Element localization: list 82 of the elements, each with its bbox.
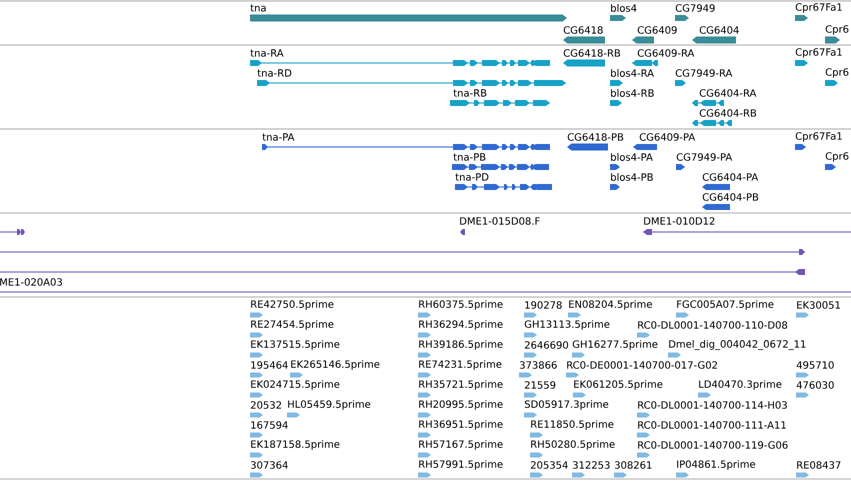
feature-label: Cpr6 [826, 152, 848, 162]
feature-label: CG7949 [676, 4, 715, 12]
feature-label: 205354 [530, 461, 568, 469]
feature-label: 373866 [520, 361, 557, 369]
feature-label: CG6404 [700, 26, 739, 34]
feature-label: RE42750.5prime [251, 300, 334, 310]
feature-label: EK265146.5prime [291, 360, 380, 370]
feature-label: blos4-PB [611, 173, 653, 181]
feature-label: CG7949-RA [676, 69, 732, 77]
feature-label: GH13113.5prime [524, 320, 610, 330]
feature-label: Cpr6 [826, 68, 848, 78]
feature-label: tna-RD [257, 69, 292, 77]
feature-label: 167594 [251, 421, 288, 429]
feature-label: CG7949-PA [676, 153, 732, 161]
feature-label: Dmel_dig_004042_0672_11 [669, 340, 806, 350]
feature-label: CG6418-PB [568, 133, 624, 141]
feature-label: HL05459.5prime [288, 400, 370, 410]
feature-label: CG6418 [564, 26, 603, 34]
feature-label: 307364 [250, 461, 288, 469]
feature-label: GH16277.5prime [572, 340, 658, 350]
feature-label: Cpr67Fa1 [796, 132, 842, 142]
feature-label: RH20995.5prime [419, 400, 503, 410]
feature-label: RC0-DL0001-140700-111-A11 [638, 421, 786, 429]
feature-label: RE11850.5prime [531, 420, 614, 430]
feature-label: Cpr67Fa1 [796, 3, 842, 13]
feature-label: RC0-DL0001-140700-114-H03 [638, 401, 787, 409]
feature-label: RC0-DE0001-140700-017-G02 [567, 361, 717, 369]
feature-label: RC0-DL0001-140700-110-D08 [638, 321, 788, 329]
feature-label: 312253 [572, 461, 610, 469]
feature-label: 308261 [614, 461, 652, 469]
feature-label: EK137515.5prime [251, 340, 340, 350]
feature-label: DME1-015D08.F [460, 217, 540, 225]
feature-label: 495710 [796, 361, 834, 369]
feature-label: CG6404-RB [700, 109, 756, 117]
feature-label: CG6404-PA [702, 173, 758, 181]
feature-label: 190278 [525, 301, 562, 309]
feature-label: RE08437 [797, 461, 840, 469]
feature-label: tna [250, 4, 266, 12]
feature-label: SD05917.3prime [524, 400, 608, 410]
feature-label: LD40470.3prime [699, 380, 782, 390]
feature-label: IP04861.5prime [677, 460, 756, 470]
feature-label: RE74231.5prime [419, 360, 502, 370]
feature-label: EK061205.5prime [574, 380, 662, 390]
feature-label: CG6409-RA [638, 49, 694, 57]
feature-label: ME1-020A03 [0, 278, 62, 286]
feature-label: blos4-PA [611, 153, 653, 161]
feature-label: EK024715.5prime [251, 380, 340, 390]
feature-label: tna-PD [455, 173, 488, 181]
feature-label: tna-RA [250, 49, 284, 57]
feature-label: 2646690 [524, 341, 568, 349]
feature-label: RH57991.5prime [419, 460, 503, 470]
feature-label: RH57167.5prime [419, 440, 503, 450]
feature-label: RE27454.5prime [251, 320, 334, 330]
feature-label: tna-RB [453, 89, 486, 97]
feature-label: RH36294.5prime [419, 320, 503, 330]
feature-label: RC0-DL0001-140700-119-G06 [638, 441, 788, 449]
feature-label: CG6404-PB [702, 193, 758, 201]
feature-label: Cpr67Fa1 [796, 48, 842, 58]
feature-label: blos4 [611, 4, 636, 12]
feature-label: tna-PB [453, 153, 486, 161]
feature-label: CG6409 [638, 26, 677, 34]
feature-label: RH50280.5prime [531, 440, 615, 450]
feature-label: blos4-RB [611, 89, 654, 97]
feature-label: Cpr6 [826, 25, 848, 35]
feature-label: tna-PA [262, 133, 294, 141]
feature-label: 21559 [524, 381, 556, 389]
feature-label: CG6409-PA [640, 133, 696, 141]
feature-label: RH35721.5prime [419, 380, 503, 390]
feature-label: blos4-RA [611, 69, 654, 77]
feature-label: RH39186.5prime [419, 340, 503, 350]
feature-label: EK187158.5prime [251, 440, 340, 450]
feature-label: DME1-010D12 [644, 217, 714, 225]
feature-label: RH36951.5prime [419, 420, 503, 430]
feature-label: RH60375.5prime [419, 300, 503, 310]
feature-label: EN08204.5prime [569, 300, 652, 310]
feature-label: FGC005A07.5prime [677, 300, 774, 310]
feature-label: CG6404-RA [700, 89, 756, 97]
feature-label: 20532 [250, 401, 281, 409]
feature-label: 476030 [796, 381, 834, 389]
feature-label: EK30051 [797, 301, 840, 309]
feature-label: CG6418-RB [564, 49, 620, 57]
feature-label: 195464 [251, 361, 288, 369]
